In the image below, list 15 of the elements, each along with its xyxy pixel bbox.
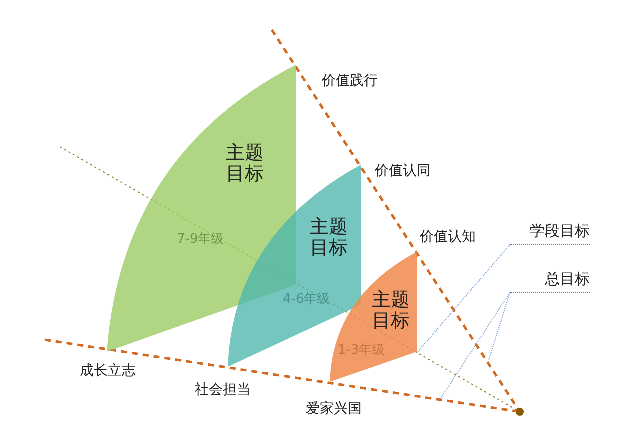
sector-title: 主题目标 [309,217,349,259]
leader-line [440,292,510,400]
leader-line [418,244,510,352]
sector-title: 主题目标 [371,290,411,332]
axis-label: 价值认知 [420,228,476,246]
leader-label: 总目标 [510,270,590,293]
axis-label: 社会担当 [195,381,251,399]
axis-label: 价值践行 [322,72,378,90]
axis-label: 成长立志 [80,362,136,380]
sector-title: 主题目标 [225,143,265,185]
axis-label: 价值认同 [375,162,431,180]
grade-label: 7-9年级 [177,231,224,248]
axis-label: 爱家兴国 [306,400,362,418]
leader-label: 学段目标 [510,222,590,245]
leader-line [488,292,510,360]
